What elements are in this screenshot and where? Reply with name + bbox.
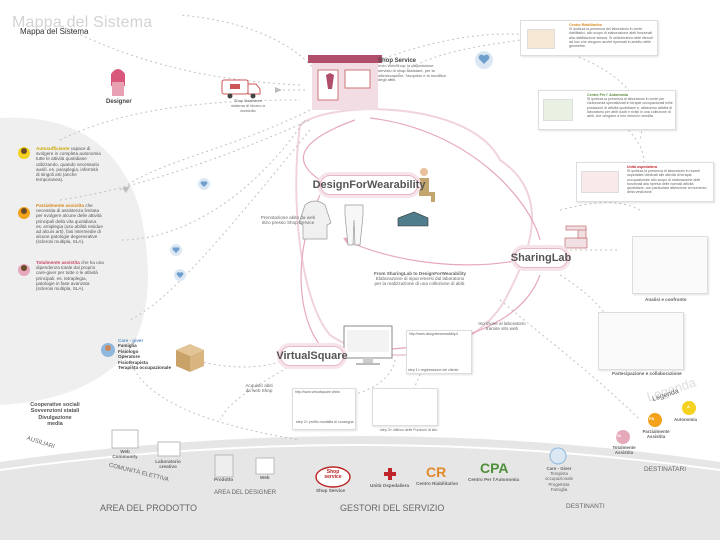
web-screen-dfw[interactable]: http://www.designforwearability.it (406, 330, 472, 374)
clothes-illustration (298, 168, 435, 246)
gestori-title: GESTORI DEL SERVIZIO (340, 503, 445, 513)
partecipazione-illustration (598, 312, 684, 370)
legend-circles (549, 401, 696, 465)
area-designer-title: AREA DEL DESIGNER (214, 490, 277, 496)
user-icons (18, 147, 115, 357)
bottom-band (0, 436, 720, 540)
left-user-panel (0, 117, 148, 406)
step2-label: step 2» profilo modalità di consegna (296, 420, 354, 424)
cpa-logo[interactable]: CPA (480, 460, 509, 476)
user-type-autosufficiente: Autosufficiente capace di svolgere in co… (36, 146, 101, 183)
web-screen-step3[interactable] (372, 388, 438, 426)
ausiliari-items: Cooperative sociali Sovvenzioni statali … (30, 402, 80, 428)
from-sharing-label: From SharingLab to DesignForWearability … (373, 271, 467, 286)
unita-label: Unità Ospedaliera (370, 483, 410, 488)
step1-label: step 1» registrazione del cliente (408, 368, 459, 372)
legend-pa: PA (649, 416, 655, 421)
user-type-totale: Totalmente assistita che ha una dipenden… (36, 260, 104, 292)
prodotto-label: Prodotto (214, 477, 234, 482)
card-thumb-icon (543, 99, 573, 121)
shop-storefront-icon (308, 55, 382, 110)
node-sharinglab[interactable]: SharingLab (511, 248, 571, 268)
shipping-box-icon (176, 344, 204, 372)
partecipazione-label: Partecipazione e collaborazione (612, 371, 682, 376)
laboratorio-label: Laboratorio creativo (155, 459, 181, 469)
shop-service-block: Shop Service Invio WebShop: la disposizi… (378, 58, 446, 83)
virtualsquare-monitor-icon (343, 325, 393, 365)
step3-label: step 3» utilizzo delle Funzioni di sito (380, 428, 438, 432)
legend-totalmente: Totalmente Assistita (612, 445, 636, 455)
area-prodotto-title: AREA DEL PRODOTTO (100, 503, 198, 513)
web-community-label: Web Community (112, 449, 138, 459)
delivery-van-icon (221, 79, 261, 99)
card-thumb-icon (527, 29, 555, 49)
destinatari-title: DESTINATARI (644, 466, 687, 473)
node-virtualsquare[interactable]: VirtualSquare (276, 346, 348, 366)
legend-autonomia: Autonomia (674, 417, 697, 422)
web-label: Web (260, 475, 270, 480)
legend-parzialmente: Parzialmente Assistita (642, 429, 670, 439)
legend-a: A (687, 404, 690, 409)
shop-service-bottom-label: Shop Service (316, 488, 346, 493)
centro-aut-label: Centro Per l'Autonomia (468, 477, 520, 482)
node-designforwearability[interactable]: DesignForWearability (313, 175, 425, 195)
pink-core-ring (295, 108, 533, 357)
bottom-icons (111, 429, 396, 488)
map-title: Mappa del Sistema (12, 14, 153, 31)
centro-riab-label: Centro Riabilitativo (416, 481, 459, 486)
designer-figure-icon (111, 69, 125, 96)
analisi-label: Analisi e confronto (645, 297, 687, 302)
care-giver-block: Care - giver Famiglia Fisiologo Operator… (118, 338, 172, 371)
user-type-parziale: Parzialmente assistita che necessita di … (36, 203, 103, 245)
designer-label: Designer (106, 99, 132, 105)
cr-logo[interactable]: CR (426, 464, 447, 480)
map-subtitle: Mappa del Sistema (20, 27, 89, 36)
analisi-illustration (632, 236, 708, 294)
legend-ta: TA (616, 433, 622, 438)
care-giver-bottom: Care - Giver Terapista occupazionale Pro… (544, 466, 574, 492)
web-screen-vs[interactable]: http://www.virtualsquare.it/sito (292, 388, 356, 430)
card-thumb-icon (581, 171, 619, 193)
destinanti-title: DESTINANTI (566, 503, 605, 510)
sewing-machine-icon (564, 225, 588, 249)
